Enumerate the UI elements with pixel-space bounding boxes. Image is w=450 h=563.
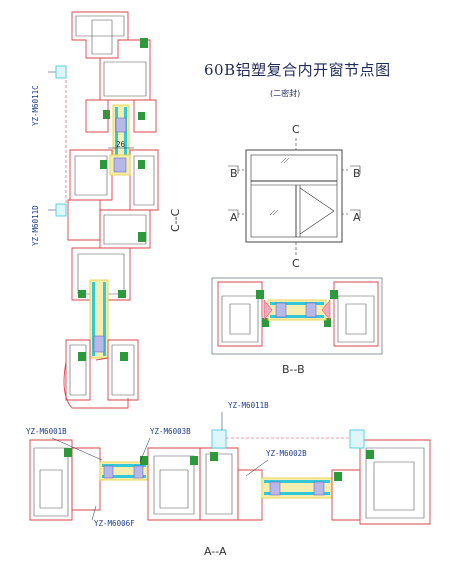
section-cc-drawing xyxy=(48,11,159,409)
part-code-6011c: YZ-M6011C xyxy=(31,85,40,126)
part-code-6011d: YZ-M6011D xyxy=(31,205,40,246)
part-code-6006f: YZ-M6006F xyxy=(94,519,135,528)
elevation-marker-top: C xyxy=(292,123,300,136)
section-label-aa: A--A xyxy=(204,545,227,558)
section-label-bb: B--B xyxy=(282,363,305,376)
section-bb-drawing xyxy=(211,277,383,355)
elevation-marker-right-upper: B xyxy=(353,167,361,180)
elevation-marker-left-upper: B xyxy=(230,167,238,180)
elevation-view xyxy=(228,138,361,256)
part-code-6011b: YZ-M6011B xyxy=(228,401,269,410)
elevation-marker-right-lower: A xyxy=(353,211,361,224)
part-code-6002b: YZ-M6002B xyxy=(266,449,307,458)
section-label-cc: C--C xyxy=(169,208,182,232)
dimension-26: 26 xyxy=(116,140,126,149)
part-code-6003b: YZ-M6003B xyxy=(150,427,191,436)
elevation-marker-bottom: C xyxy=(292,257,300,270)
page-subtitle: (二密封) xyxy=(270,89,301,98)
section-aa-drawing xyxy=(29,412,431,525)
elevation-marker-left-lower: A xyxy=(230,211,238,224)
page-title: 60B铝塑复合内开窗节点图 xyxy=(204,61,391,79)
part-code-6001b: YZ-M6001B xyxy=(26,427,67,436)
